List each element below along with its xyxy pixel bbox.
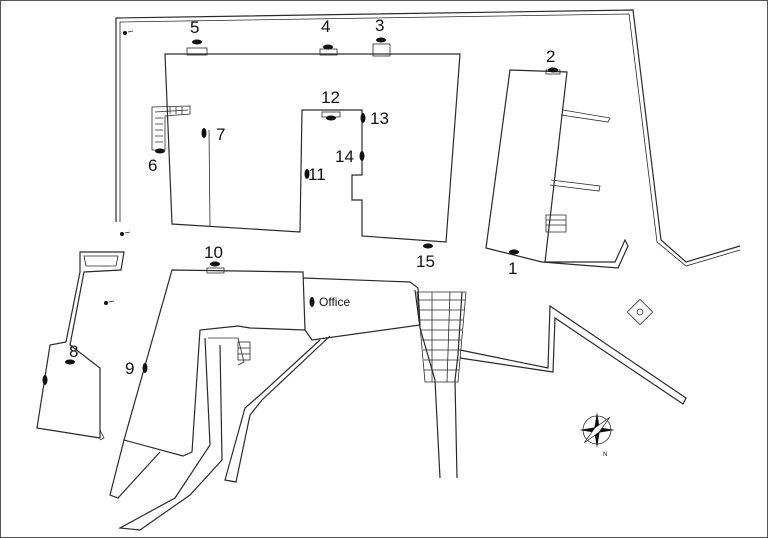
camera-11-icon	[304, 169, 310, 179]
label-14: 14	[335, 147, 354, 166]
label-8: 8	[69, 342, 78, 361]
camera-2-icon	[545, 67, 561, 75]
label-12: 12	[321, 88, 340, 107]
camera-8-icon	[42, 359, 75, 385]
compass-rose: N	[579, 412, 615, 458]
camera-10-icon	[206, 261, 225, 274]
label-6: 6	[148, 156, 157, 175]
label-4: 4	[321, 17, 330, 36]
light-markers	[104, 30, 134, 305]
camera-13-icon	[360, 113, 366, 123]
camera-14-icon	[359, 151, 365, 161]
camera-markers	[42, 37, 561, 385]
camera-9-icon	[142, 363, 148, 373]
camera-5-icon	[186, 39, 208, 56]
label-13: 13	[370, 109, 389, 128]
main-building	[164, 53, 461, 243]
square-feature	[626, 298, 654, 326]
ramp-steps	[416, 291, 467, 383]
perimeter-wall	[115, 9, 741, 263]
label-9: 9	[125, 359, 134, 378]
camera-6-icon	[155, 148, 165, 154]
camera-7-icon	[201, 128, 207, 138]
office-building	[123, 269, 306, 457]
label-11: 11	[308, 165, 326, 184]
road-right	[459, 304, 687, 405]
camera-1-icon	[509, 249, 519, 255]
camera-office-icon	[309, 297, 315, 307]
label-2: 2	[546, 47, 555, 66]
camera-4-icon	[319, 44, 338, 56]
label-10: 10	[204, 243, 223, 262]
right-building	[485, 69, 629, 269]
road-lower-left	[118, 337, 223, 531]
camera-labels: 1 2 3 4 5 6 7 8 9 10 11 12 13 14 15 Offi…	[69, 16, 555, 378]
label-15: 15	[416, 252, 435, 271]
label-1: 1	[508, 259, 517, 278]
compass-north-label: N	[603, 452, 607, 458]
camera-3-icon	[372, 37, 391, 57]
office-label: Office	[319, 295, 350, 309]
camera-15-icon	[423, 243, 433, 249]
label-5: 5	[190, 18, 199, 37]
road-center	[224, 335, 331, 483]
label-3: 3	[375, 16, 384, 35]
left-building	[36, 251, 125, 439]
camera-12-icon	[321, 111, 341, 121]
label-7: 7	[216, 125, 225, 144]
